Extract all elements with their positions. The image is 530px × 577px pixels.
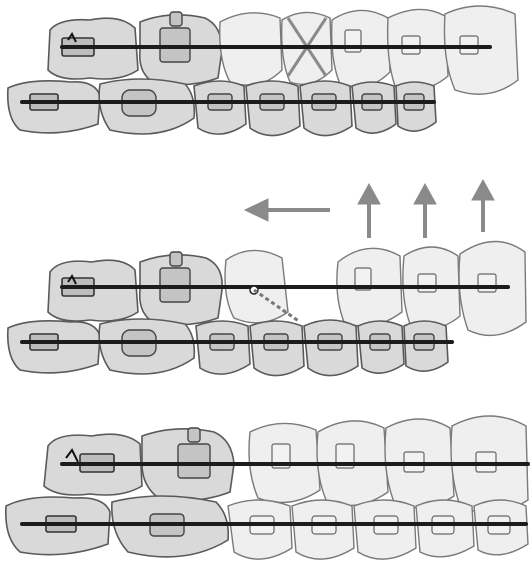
- upper-arch: [47, 5, 519, 95]
- bracket-premolar: [177, 443, 211, 479]
- left-arrow: [243, 198, 330, 222]
- lower-arch: [4, 495, 529, 560]
- panel-after: [4, 415, 530, 560]
- upper-central-incisor: [443, 5, 519, 95]
- panel-before: [6, 5, 519, 137]
- hook-icon: [67, 274, 77, 285]
- bracket-premolar-top: [169, 251, 183, 267]
- movement-arrows: [243, 178, 495, 238]
- hook-icon: [65, 448, 79, 463]
- up-arrow: [471, 178, 495, 232]
- elastic-chain: [253, 288, 301, 324]
- up-arrow: [413, 182, 437, 238]
- upper-arch: [47, 240, 527, 337]
- up-arrow: [357, 182, 381, 238]
- bracket-canine: [354, 267, 372, 291]
- hook-icon: [67, 32, 77, 43]
- bracket-premolar-top: [187, 427, 201, 443]
- panel-movement: [6, 240, 527, 377]
- upper-arch: [43, 415, 530, 514]
- bracket-premolar-top: [169, 11, 183, 27]
- bracket-central: [477, 273, 497, 293]
- bracket-lateral: [417, 273, 437, 293]
- lower-arch: [6, 318, 454, 377]
- lower-arch: [6, 78, 437, 137]
